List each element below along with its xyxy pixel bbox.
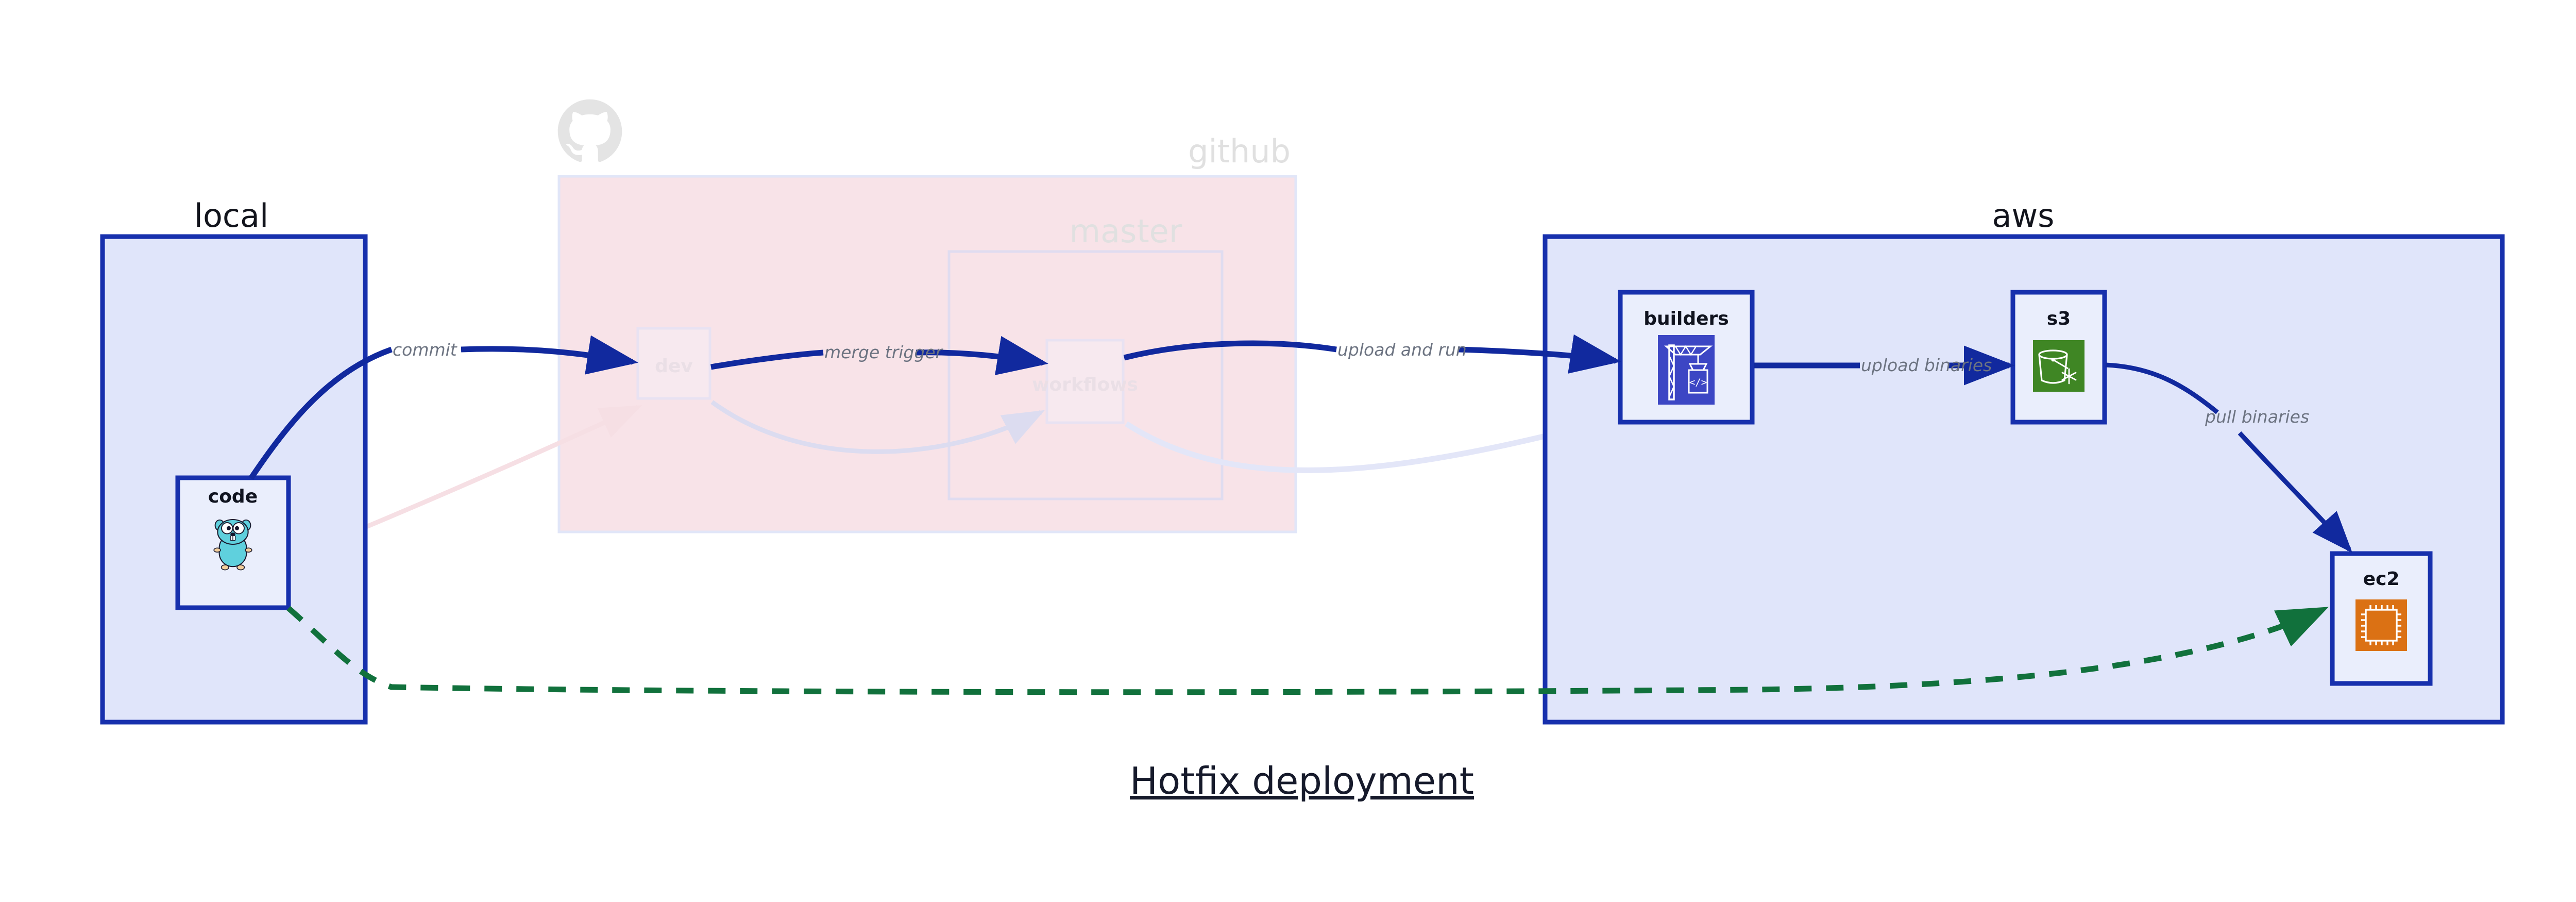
edge-label-merge-trigger: merge trigger — [824, 342, 944, 362]
edge-faded-workflows-builders — [1125, 405, 1644, 473]
edge-label-upload-binaries: upload binaries — [1861, 355, 1992, 375]
node-s3[interactable]: s3 — [2010, 290, 2107, 425]
edge-path-merge-trigger-2 — [916, 336, 1048, 375]
github-octocat-icon — [557, 99, 622, 162]
node-workflows[interactable]: workflows — [1032, 339, 1138, 424]
edge-label-upload-and-run: upload and run — [1337, 340, 1467, 360]
group-label-master: master — [1070, 212, 1182, 250]
group-box-master — [947, 250, 1224, 500]
node-code[interactable]: code — [175, 475, 291, 610]
group-label-github: github — [1188, 132, 1291, 170]
cpu-chip-icon — [2355, 599, 2407, 651]
edge-path-commit-2 — [461, 335, 638, 375]
edge-group: commit merge trigger upload and run uplo… — [248, 334, 2352, 695]
edge-path-pull-binaries-2 — [2238, 431, 2352, 553]
go-gopher-icon — [213, 519, 252, 571]
node-dev[interactable]: dev — [636, 327, 711, 400]
edge-path-merge-trigger — [710, 349, 824, 370]
node-label-ec2: ec2 — [2363, 569, 2400, 590]
crane-code-icon: </> — [1658, 335, 1715, 405]
node-label-code: code — [208, 486, 258, 507]
edge-path-upload-and-run-2 — [1458, 334, 1621, 374]
edge-path-commit — [248, 346, 393, 480]
edge-path-hotfix-direct — [286, 606, 2329, 695]
node-label-s3: s3 — [2047, 308, 2071, 329]
node-label-builders: builders — [1643, 308, 1728, 329]
node-ec2[interactable]: ec2 — [2330, 551, 2433, 686]
edge-faded-dev-workflows — [710, 400, 1045, 454]
page-title: Hotfix deployment — [1130, 759, 1474, 803]
group-aws: aws builders </> — [1543, 197, 2505, 725]
node-label-dev: dev — [655, 356, 693, 377]
node-label-workflows: workflows — [1032, 374, 1138, 395]
group-github: github master dev workflows — [557, 99, 1297, 533]
edge-label-commit: commit — [393, 340, 457, 360]
group-label-local: local — [194, 197, 268, 235]
group-label-aws: aws — [1992, 197, 2054, 235]
edge-path-upload-and-run — [1123, 340, 1337, 361]
svg-text:</>: </> — [1689, 377, 1707, 388]
bucket-snowflake-icon — [2033, 340, 2084, 392]
group-local: local code — [100, 197, 368, 725]
edge-path-pull-binaries — [2105, 362, 2219, 414]
node-builders[interactable]: builders </> — [1618, 290, 1755, 425]
edge-label-pull-binaries: pull binaries — [2205, 407, 2309, 427]
